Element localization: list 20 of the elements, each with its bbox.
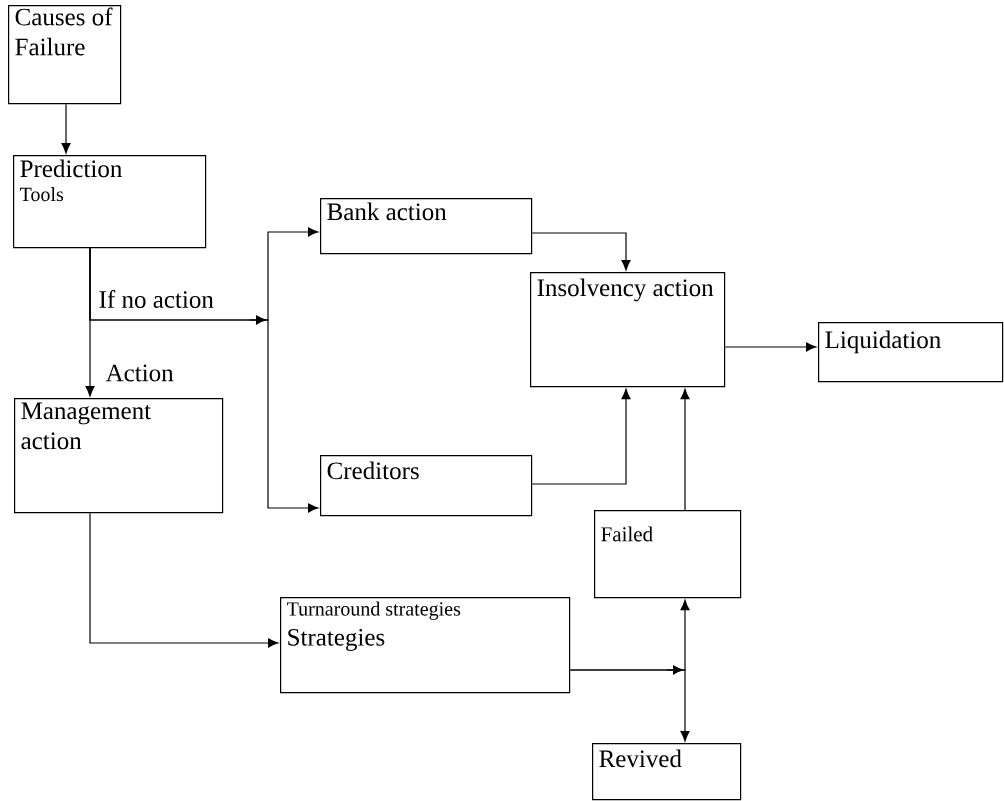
arrow <box>531 388 631 485</box>
arrow <box>61 103 71 154</box>
process-box: Liquidation <box>818 322 1004 383</box>
arrow <box>531 232 631 271</box>
process-box: Bank action <box>320 198 533 255</box>
arrow <box>569 669 690 742</box>
process-box: Prediction Tools <box>13 155 207 249</box>
arrow <box>724 342 817 352</box>
arrow <box>680 388 690 511</box>
process-box: Creditors <box>320 455 533 517</box>
edge-label: Action <box>105 364 174 382</box>
arrow <box>89 247 319 513</box>
edge-label: If no action <box>99 290 214 308</box>
process-box: Revived <box>592 743 742 801</box>
arrow <box>89 512 279 648</box>
process-box: Management action <box>14 398 224 514</box>
process-box: Turnaround strategies Strategies <box>280 597 571 694</box>
process-box: Failed <box>594 510 742 599</box>
process-box: Insolvency action <box>530 272 726 388</box>
process-box: Causes of Failure <box>8 5 122 105</box>
